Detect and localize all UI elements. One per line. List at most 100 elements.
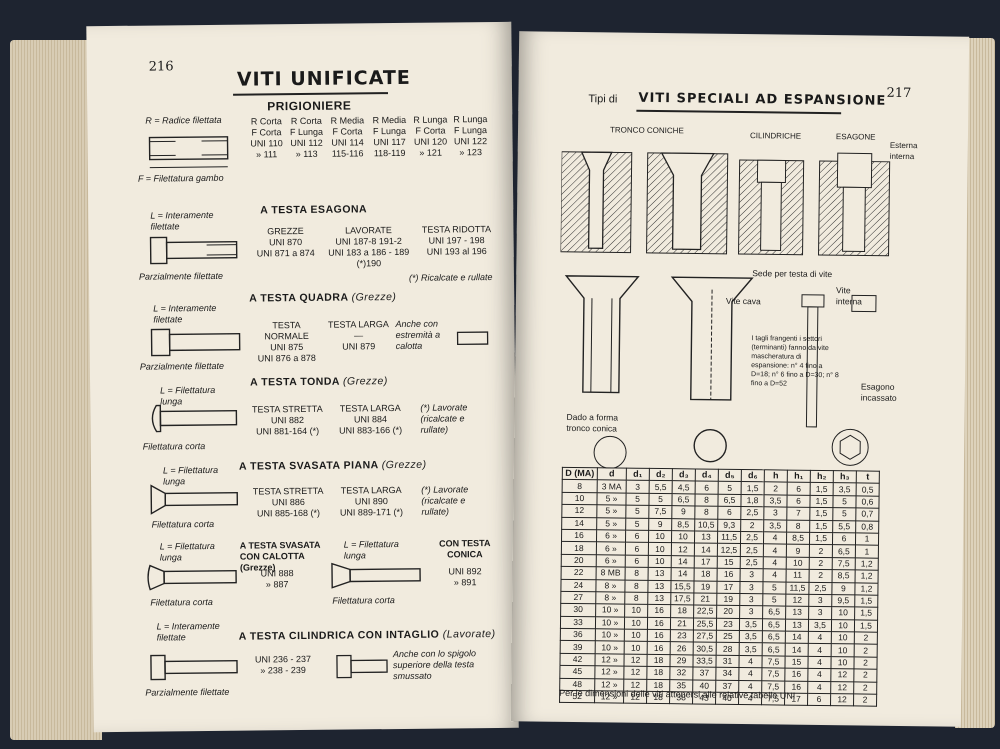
table-cell: 12: [830, 668, 854, 682]
table-cell: 6: [625, 542, 649, 556]
table-cell: 3: [739, 605, 763, 619]
table-cell: 31: [715, 655, 740, 668]
table-cell: 2: [854, 644, 878, 658]
table-cell: 9: [786, 544, 810, 558]
table-header-cell: d₂: [649, 468, 673, 482]
heading-tonda: A TESTA TONDA (Grezze): [249, 375, 388, 389]
quadra-larga: TESTA LARGA—UNI 879: [327, 319, 389, 352]
cilindrica-note: Anche con lo spigolo superiore della tes…: [392, 648, 477, 682]
table-cell: 14: [561, 516, 597, 530]
heading-esagona: A TESTA ESAGONA: [260, 203, 368, 217]
table-cell: 6,5: [762, 618, 786, 632]
label-corta: Filettatura corta: [332, 595, 395, 606]
table-cell: 26: [670, 642, 694, 655]
table-cell: 1: [855, 532, 879, 546]
flat-head-drawing: [150, 484, 239, 515]
table-cell: 1,5: [809, 519, 833, 533]
table-cell: 2: [854, 631, 878, 645]
table-cell: 5,5: [649, 480, 673, 494]
table-cell: 12: [830, 681, 854, 694]
label-filettatura: F = Filettatura gambo: [137, 172, 224, 184]
label-corta: Filettatura corta: [151, 518, 215, 530]
table-cell: 29: [669, 654, 694, 668]
table-cell: 10: [648, 542, 672, 556]
table-cell: 6: [717, 506, 741, 520]
square-bolt-drawing: [150, 328, 241, 357]
label-dado: Dado a forma tronco conica: [566, 411, 619, 434]
table-cell: 4: [763, 531, 787, 545]
table-cell: 4: [808, 643, 832, 657]
table-cell: 22: [561, 566, 597, 580]
table-cell: 42: [559, 653, 596, 666]
tonda-note: (*) Lavorate (ricalcate e rullate): [420, 402, 468, 435]
table-cell: 13: [647, 592, 671, 605]
table-cell: 12,5: [717, 543, 741, 557]
table-cell: 12: [561, 504, 597, 518]
table-cell: 3,5: [739, 642, 763, 656]
table-cell: 5 »: [596, 504, 626, 518]
table-cell: 2,5: [740, 531, 764, 545]
quadra-note: Anche con estremità a calotta: [395, 318, 441, 352]
conica-uni: UNI 892» 891: [448, 566, 482, 588]
table-cell: 15,5: [670, 580, 695, 593]
table-cell: 10: [671, 530, 695, 544]
table-cell: 23: [716, 617, 740, 631]
table-cell: 3,5: [763, 494, 788, 508]
label-parzialmente: Parzialmente filettate: [145, 686, 230, 698]
table-cell: 4: [738, 655, 763, 669]
table-cell: 45: [559, 665, 595, 679]
table-cell: 2,5: [740, 543, 764, 557]
table-cell: 5: [625, 517, 649, 531]
table-cell: 27: [560, 591, 596, 605]
table-cell: 10: [831, 644, 855, 657]
table-cell: 5,5: [832, 520, 856, 533]
table-cell: 3: [739, 593, 763, 607]
table-cell: 4: [807, 668, 831, 682]
table-cell: 1: [855, 545, 879, 558]
table-cell: 2,5: [740, 506, 764, 520]
table-cell: 6,5: [671, 493, 696, 507]
table-cell: 5: [625, 505, 649, 518]
table-cell: 14: [671, 567, 695, 581]
table-cell: 0,5: [856, 483, 880, 496]
table-cell: 3: [740, 568, 764, 582]
table-cell: 12: [623, 666, 647, 680]
table-cell: 36: [560, 628, 596, 642]
table-cell: 3,5: [763, 519, 787, 533]
conical-head-drawing: [331, 562, 421, 589]
table-cell: 1,2: [854, 582, 879, 596]
table-cell: 1,5: [809, 507, 833, 521]
table-cell: 28: [716, 642, 740, 656]
table-cell: 6: [625, 554, 649, 568]
title-underline: [233, 92, 389, 96]
label-esagono: Esagono incassato: [860, 381, 897, 403]
table-header-cell: d₃: [672, 468, 696, 482]
table-cell: 6: [625, 530, 649, 543]
table-header-cell: d: [597, 467, 627, 481]
table-cell: 19: [716, 593, 740, 606]
cheese-head-drawing: [150, 654, 238, 681]
label-corta: Filettatura corta: [150, 596, 213, 608]
table-cell: 13: [647, 579, 672, 593]
table-header-cell: h₁: [787, 470, 811, 483]
table-cell: 16: [647, 641, 671, 655]
table-cell: 2: [740, 519, 764, 532]
table-cell: 8 »: [595, 579, 626, 593]
table-cell: 2: [853, 681, 877, 695]
left-page: 216 VITI UNIFICATE PRIGIONIERE R = Radic…: [86, 21, 519, 733]
table-cell: 1,5: [854, 607, 878, 620]
table-cell: 16: [717, 568, 741, 582]
section-subtitle: PRIGIONIERE: [267, 98, 352, 114]
table-cell: 1,5: [741, 481, 765, 495]
chamfered-head-drawing: [336, 654, 388, 679]
heading-quadra: A TESTA QUADRA (Grezze): [249, 291, 397, 305]
table-cell: 25: [716, 630, 740, 643]
table-cell: 8: [786, 519, 810, 533]
page-number: 216: [148, 59, 174, 75]
table-cell: 3,5: [833, 483, 857, 496]
table-cell: 18: [670, 604, 694, 618]
